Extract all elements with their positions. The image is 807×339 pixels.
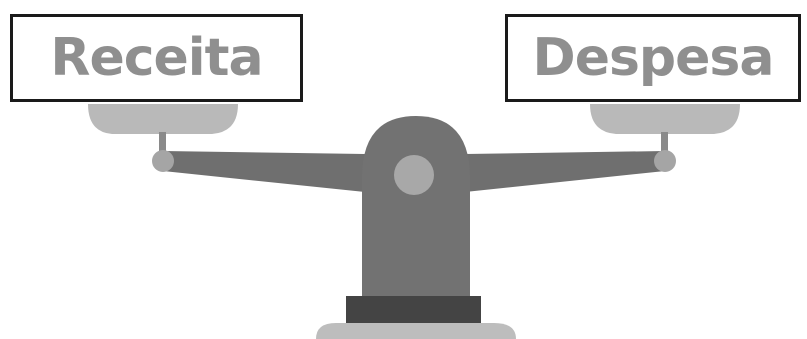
despesa-label: Despesa [533, 32, 774, 84]
receita-label: Receita [50, 32, 262, 84]
pivot [394, 155, 434, 195]
receita-label-box: Receita [10, 14, 303, 102]
left-pan [88, 104, 238, 134]
scale-foot [316, 323, 516, 339]
right-pan [590, 104, 740, 134]
right-beam [465, 151, 665, 192]
scale-body [362, 116, 470, 298]
left-beam-knob [152, 150, 174, 172]
right-beam-knob [654, 150, 676, 172]
left-beam [163, 151, 365, 192]
despesa-label-box: Despesa [505, 14, 801, 102]
